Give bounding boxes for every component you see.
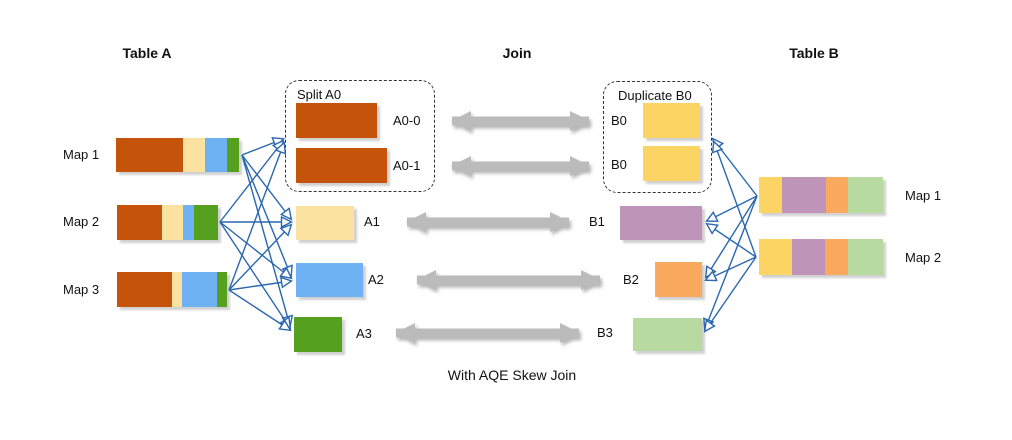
table-b-map1-label: Map 1 <box>905 188 942 203</box>
table-a-map1-bar <box>116 138 239 172</box>
table-a-map1-label: Map 1 <box>63 147 100 162</box>
table-b-shuffle-arrows <box>705 139 758 331</box>
partition-a1-block <box>296 206 354 240</box>
partition-b2-label: B2 <box>623 272 639 287</box>
table-a-map2-bar <box>117 205 218 240</box>
duplicate-b0-box <box>603 81 712 193</box>
table-a-map2-label: Map 2 <box>63 214 100 229</box>
diagram-caption: With AQE Skew Join <box>447 367 577 383</box>
split-a0-box <box>285 80 435 192</box>
partition-b0-first-block <box>643 103 700 138</box>
partition-a3-block <box>294 317 342 352</box>
partition-b3-label: B3 <box>597 325 613 340</box>
partition-b0-first-label: B0 <box>611 113 627 128</box>
partition-a3-label: A3 <box>356 326 372 341</box>
table-a-map3-bar <box>117 272 227 307</box>
partition-b2-block <box>655 262 702 297</box>
partition-a0-0-block <box>296 103 377 138</box>
partition-a0-0-label: A0-0 <box>393 113 421 128</box>
partition-a0-1-block <box>296 148 387 183</box>
partition-b1-block <box>620 206 702 240</box>
join-title: Join <box>502 45 532 61</box>
duplicate-b0-box-title: Duplicate B0 <box>618 88 692 103</box>
partition-b3-block <box>633 318 702 351</box>
table-b-map2-label: Map 2 <box>905 250 942 265</box>
partition-b1-label: B1 <box>589 214 605 229</box>
split-a0-box-title: Split A0 <box>297 87 342 102</box>
partition-a2-label: A2 <box>368 272 384 287</box>
partition-a2-block <box>296 263 363 297</box>
partition-b0-second-label: B0 <box>611 157 627 172</box>
table-b-map1-bar <box>759 177 883 213</box>
table-b-title: Table B <box>789 45 839 61</box>
table-a-map3-label: Map 3 <box>63 282 100 297</box>
partition-a0-1-label: A0-1 <box>393 158 421 173</box>
partition-a1-label: A1 <box>364 214 380 229</box>
table-a-title: Table A <box>122 45 172 61</box>
table-b-map2-bar <box>759 239 883 275</box>
partition-b0-second-block <box>643 146 700 181</box>
